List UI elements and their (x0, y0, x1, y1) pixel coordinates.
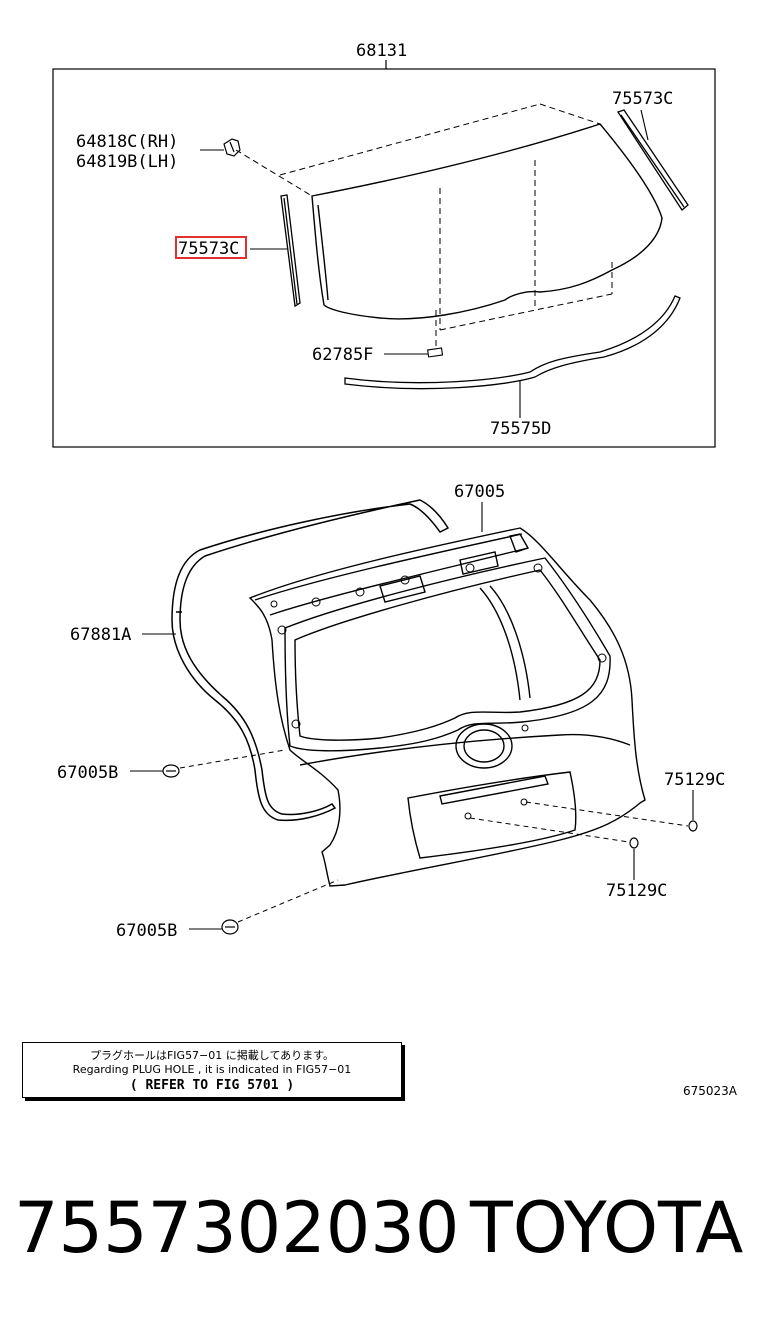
label-67005B-upper[interactable]: 67005B (57, 763, 118, 783)
door-weatherstrip[interactable] (171, 499, 450, 822)
note-refer[interactable]: ( REFER TO FIG 5701 ) (129, 1078, 295, 1093)
leader-75573C-right (640, 109, 649, 141)
cushion-upper[interactable] (162, 764, 180, 778)
lower-weatherstrip[interactable] (344, 295, 681, 390)
label-75129C-lower[interactable]: 75129C (606, 881, 667, 901)
clip-75129C-right[interactable] (688, 820, 698, 832)
label-67005B-lower[interactable]: 67005B (116, 921, 177, 941)
figure-code: 675023A (683, 1084, 738, 1098)
glass-stopper-clip[interactable] (223, 138, 241, 157)
reference-note: プラグホールはFIG57−01 に掲載してあります。 Regarding PLU… (22, 1042, 402, 1098)
molding-strip-right[interactable] (616, 109, 689, 211)
window-panel-frame (52, 68, 716, 448)
glass-dashed-guides (235, 103, 613, 350)
dash-67005B-upper (179, 749, 286, 769)
brand-name: TOYOTA (470, 1187, 744, 1269)
back-window-glass[interactable] (311, 123, 663, 320)
spacer-block[interactable] (427, 347, 444, 358)
dash-75129C-right (525, 801, 689, 827)
label-64819B[interactable]: 64819B(LH) (76, 152, 178, 172)
label-75573C-right[interactable]: 75573C (612, 89, 673, 109)
cushion-lower[interactable] (221, 919, 239, 935)
part-number: 7557302030 (14, 1187, 460, 1269)
dash-75129C-lower (469, 817, 630, 843)
molding-strip-left[interactable] (280, 194, 301, 308)
highlight-box (175, 236, 247, 259)
dash-67005B-lower (237, 879, 339, 923)
bolt-holes (270, 563, 607, 820)
note-english: Regarding PLUG HOLE , it is indicated in… (72, 1063, 352, 1076)
label-75575D[interactable]: 75575D (490, 419, 551, 439)
parts-diagram: 68131 75573C 64818C(RH) 64819B(LH) 75573… (52, 41, 725, 941)
label-75573C-left[interactable]: 75573C (178, 239, 239, 259)
clip-75129C-lower[interactable] (629, 837, 639, 849)
label-62785F[interactable]: 62785F (312, 345, 373, 365)
label-67005[interactable]: 67005 (454, 482, 505, 502)
label-68131[interactable]: 68131 (356, 41, 407, 61)
label-64818C[interactable]: 64818C(RH) (76, 132, 178, 152)
note-japanese: プラグホールはFIG57−01 に掲載してあります。 (89, 1049, 335, 1062)
back-door-panel[interactable] (248, 527, 646, 887)
label-75129C-right[interactable]: 75129C (664, 770, 725, 790)
label-67881A[interactable]: 67881A (70, 625, 131, 645)
